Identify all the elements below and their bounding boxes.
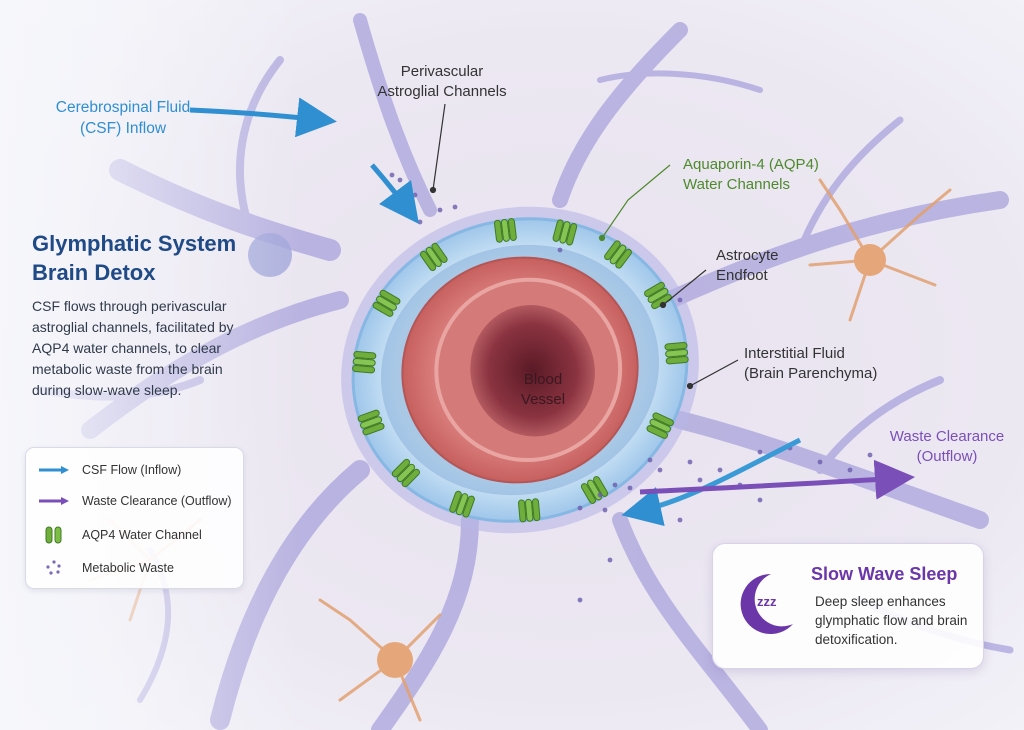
- aqp4-channel: [419, 242, 448, 271]
- waste-particle: [697, 477, 703, 483]
- label-perivascular-channels: Perivascular Astroglial Channels: [372, 62, 512, 103]
- waste-particle: [437, 207, 443, 213]
- metabolic-waste-icon: [26, 559, 82, 577]
- label-astrocyte-endfoot: Astrocyte Endfoot: [716, 246, 806, 287]
- legend-label-aqp4: AQP4 Water Channel: [82, 528, 202, 542]
- vessel-line-1: Blood: [523, 371, 563, 388]
- waste-particle: [607, 557, 613, 563]
- aqp4-channel: [518, 498, 541, 523]
- aqp4-channel: [352, 351, 377, 374]
- zzz-text: zzz: [757, 594, 777, 609]
- waste-line-2: (Outflow): [916, 448, 978, 466]
- waste-particle: [577, 505, 583, 511]
- left-fade: [0, 0, 300, 730]
- sleep-text: Deep sleep enhances glymphatic flow and …: [815, 594, 968, 648]
- waste-particle: [647, 457, 653, 463]
- waste-particle: [397, 177, 403, 183]
- waste-particle: [417, 219, 423, 225]
- aqp4-channel: [391, 458, 421, 488]
- csf-inflow-line-1: Cerebrospinal Fluid: [55, 99, 191, 116]
- title-line-2: Brain Detox: [32, 260, 156, 286]
- title-line-1: Glymphatic System: [32, 231, 237, 256]
- legend: CSF Flow (Inflow) Waste Clearance (Outfl…: [25, 447, 244, 589]
- aqp4-channel: [493, 218, 517, 243]
- csf-return-arrow: [621, 437, 802, 527]
- page-title: Glymphatic System Brain Detox: [32, 229, 272, 287]
- legend-item-csf: CSF Flow (Inflow): [26, 459, 181, 481]
- neuron-body-right: [854, 244, 886, 276]
- csf-inflow-arrow: [189, 97, 337, 138]
- waste-clearance-arrow: [639, 459, 915, 500]
- aqp4-channel: [664, 342, 689, 365]
- neuron-body-bottom: [377, 642, 413, 678]
- label-interstitial-fluid: Interstitial Fluid (Brain Parenchyma): [744, 344, 894, 385]
- moon-zzz-icon: zzz: [740, 573, 793, 634]
- csf-channel-arrow: [370, 163, 420, 224]
- perivascular-line-2: Astroglial Channels: [377, 83, 507, 101]
- astrocyte-line-1: Astrocyte: [716, 247, 779, 264]
- label-aqp4-channels: Aquaporin-4 (AQP4) Water Channels: [683, 155, 843, 196]
- aqp4-channel: [357, 409, 385, 436]
- legend-label-metabolic-waste: Metabolic Waste: [82, 561, 174, 575]
- waste-particle: [452, 204, 458, 210]
- waste-particle: [757, 449, 763, 455]
- description: CSF flows through perivascular astroglia…: [32, 298, 234, 398]
- waste-particle: [717, 467, 723, 473]
- legend-item-waste: Waste Clearance (Outflow): [26, 490, 232, 512]
- metabolic-waste-particles: [389, 172, 873, 603]
- waste-particle: [557, 247, 563, 253]
- label-csf-inflow: Cerebrospinal Fluid (CSF) Inflow: [48, 98, 198, 140]
- legend-item-metabolic-waste: Metabolic Waste: [26, 557, 174, 579]
- waste-particle: [817, 459, 823, 465]
- aqp4-channel-icon: [26, 524, 82, 546]
- aqp4-channel: [552, 219, 578, 246]
- aqp4-line-2: Water Channels: [683, 176, 790, 194]
- aqp4-channel: [604, 240, 632, 269]
- waste-particle: [847, 467, 853, 473]
- waste-particle: [577, 597, 583, 603]
- aqp4-channel: [449, 490, 475, 518]
- waste-particle: [677, 297, 683, 303]
- waste-particle: [602, 507, 608, 513]
- aqp4-line-1: Aquaporin-4 (AQP4): [683, 156, 819, 173]
- legend-label-csf: CSF Flow (Inflow): [82, 463, 182, 477]
- legend-item-aqp4: AQP4 Water Channel: [26, 524, 202, 546]
- waste-particle: [657, 467, 663, 473]
- waste-particle: [389, 172, 395, 178]
- label-waste-clearance: Waste Clearance (Outflow): [884, 427, 1010, 468]
- vessel-line-2: Vessel: [520, 391, 566, 409]
- waste-particle: [677, 517, 683, 523]
- waste-arrow-icon: [26, 496, 82, 506]
- perivascular-line-1: Perivascular: [400, 63, 484, 80]
- label-blood-vessel: Blood Vessel: [505, 370, 581, 411]
- waste-particle: [627, 485, 633, 491]
- aqp4-channel: [644, 281, 672, 310]
- waste-line-1: Waste Clearance: [889, 428, 1005, 445]
- aqp4-channels: [352, 218, 689, 523]
- interstitial-line-2: (Brain Parenchyma): [744, 365, 878, 383]
- leader-lines: [429, 103, 739, 390]
- waste-particle: [612, 482, 618, 488]
- slow-wave-sleep-box: zzz Slow Wave Sleep Deep sleep enhances …: [712, 543, 984, 669]
- interstitial-line-1: Interstitial Fluid: [744, 345, 845, 362]
- aqp4-channel: [646, 412, 674, 439]
- waste-particle: [687, 459, 693, 465]
- waste-particle: [412, 192, 418, 198]
- waste-particle: [597, 492, 603, 498]
- csf-arrow-icon: [26, 465, 82, 475]
- legend-label-waste: Waste Clearance (Outflow): [82, 494, 232, 508]
- sleep-title: Slow Wave Sleep: [811, 564, 958, 584]
- waste-particle: [867, 452, 873, 458]
- waste-particle: [757, 497, 763, 503]
- blood-vessel: [401, 256, 639, 484]
- csf-inflow-line-2: (CSF) Inflow: [79, 119, 167, 137]
- astrocyte-line-2: Endfoot: [716, 267, 768, 285]
- aqp4-channel: [372, 289, 401, 317]
